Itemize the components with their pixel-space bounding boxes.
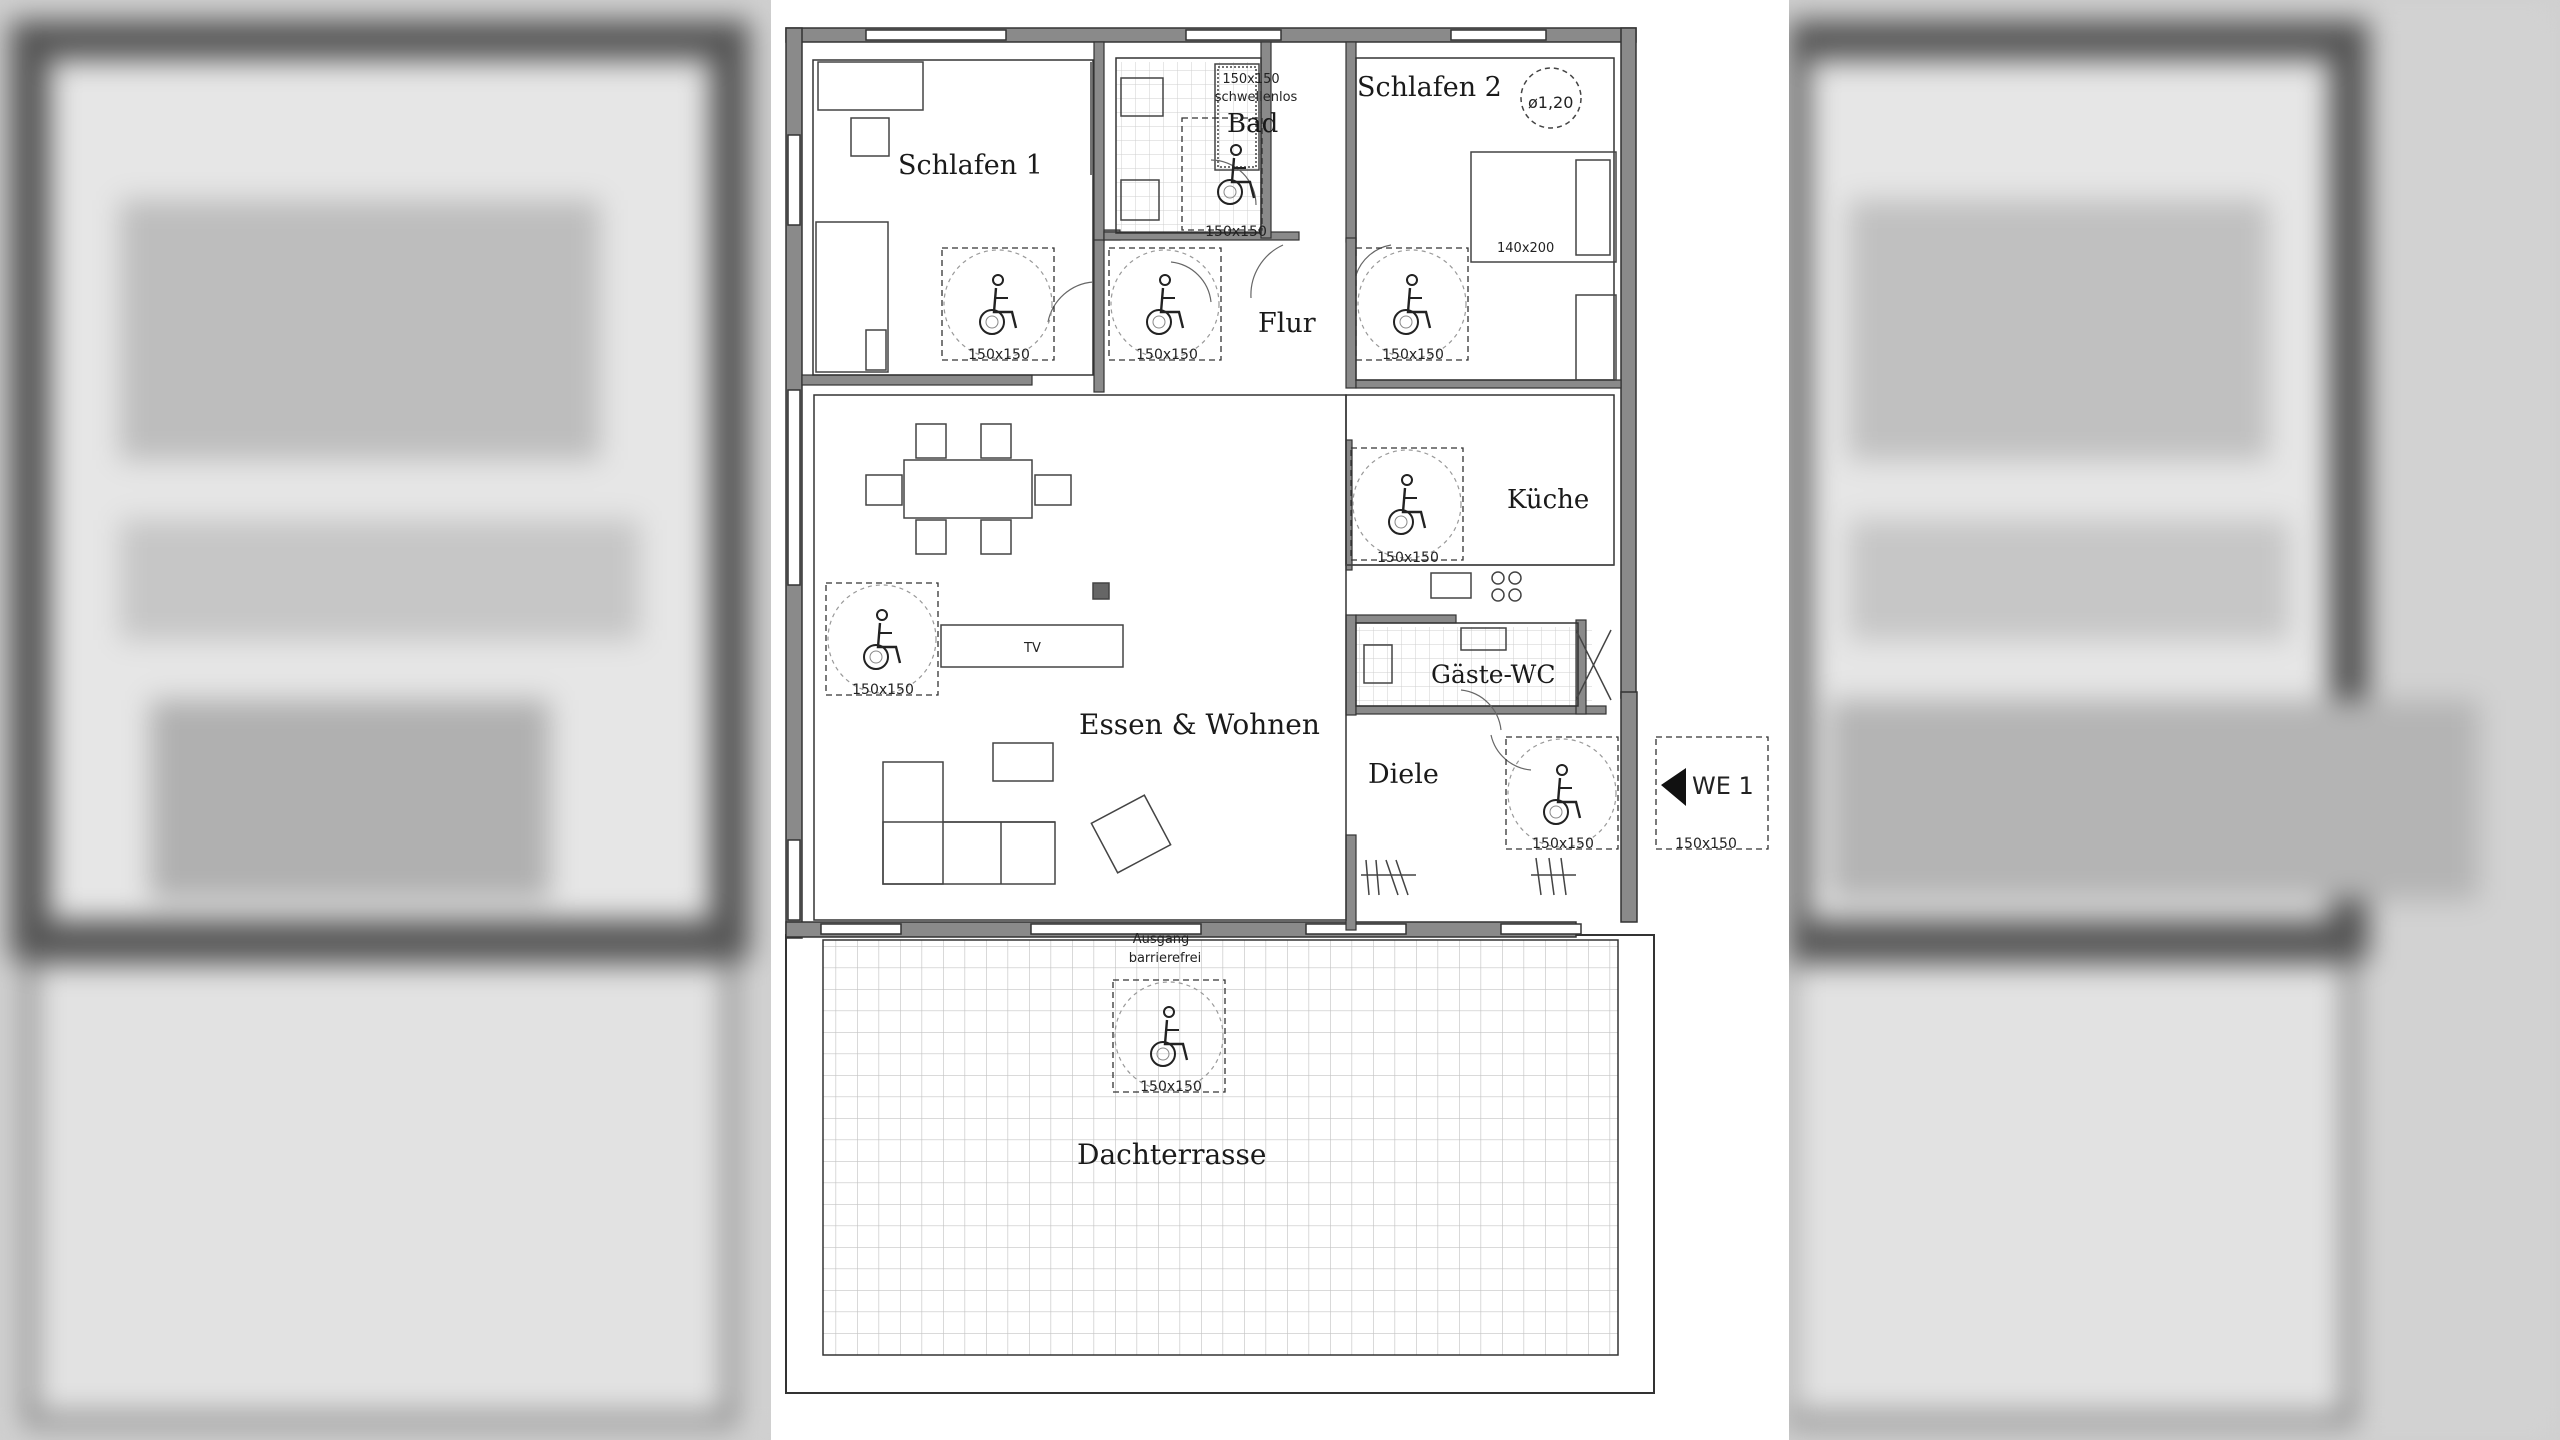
door-swings	[1047, 159, 1532, 771]
wheelchair-area-label: 150x150	[1675, 836, 1737, 852]
right-blurred-background	[1789, 0, 2560, 1440]
tv-label: TV	[1023, 641, 1041, 656]
entrance-arrow-icon	[1661, 768, 1686, 806]
room-label-schlafen1: Schlafen 1	[898, 150, 1043, 181]
bed-size-label: 140x200	[1497, 241, 1554, 256]
wheelchair-area-label: 150x150	[1382, 347, 1444, 363]
room-label-dachterrasse: Dachterrasse	[1077, 1138, 1266, 1171]
wheelchair-area-schlafen2	[1355, 247, 1469, 361]
annotations: 150x150 schwellenlos ø1,20 140x200 TV Au…	[852, 72, 1754, 1095]
wheelchair-area-label: 150x150	[968, 347, 1030, 363]
wheelchair-area-diele	[1505, 736, 1619, 850]
wheelchair-area-bad	[1181, 117, 1263, 231]
bathroom-tiles	[1116, 62, 1266, 232]
exit-label-line2: barrierefrei	[1129, 951, 1202, 966]
furniture	[815, 61, 1617, 896]
room-label-essen-wohnen: Essen & Wohnen	[1079, 708, 1320, 741]
floor-plan-panel: Schlafen 1 Schlafen 2 Bad Flur Küche Gäs…	[771, 0, 1789, 1440]
wheelchair-areas	[825, 117, 1769, 1093]
room-label-flur: Flur	[1258, 308, 1316, 339]
wheelchair-area-flur	[1108, 247, 1222, 361]
room-label-schlafen2: Schlafen 2	[1357, 72, 1502, 103]
left-blurred-background	[0, 0, 771, 1440]
wheelchair-area-label: 150x150	[852, 682, 914, 698]
floor-plan: Schlafen 1 Schlafen 2 Bad Flur Küche Gäs…	[785, 27, 1769, 1394]
wheelchair-area-label: 150x150	[1136, 347, 1198, 363]
turning-circle-label: ø1,20	[1528, 93, 1573, 112]
wheelchair-area-label: 150x150	[1140, 1079, 1202, 1095]
shower-note-label: schwellenlos	[1215, 90, 1298, 105]
wheelchair-area-terrace	[1112, 979, 1226, 1093]
wheelchair-area-label: 150x150	[1205, 224, 1267, 240]
room-label-diele: Diele	[1368, 759, 1439, 790]
wheelchair-area-label: 150x150	[1532, 836, 1594, 852]
guest-wc-tiles	[1354, 627, 1592, 707]
wheelchair-area-kueche	[1350, 447, 1464, 561]
exit-label-line1: Ausgang	[1133, 932, 1190, 947]
turning-circles	[827, 249, 1617, 1091]
wheelchair-area-label: 150x150	[1377, 550, 1439, 566]
room-label-kueche: Küche	[1507, 485, 1589, 515]
room-label-bad: Bad	[1227, 109, 1278, 139]
shower-size-label: 150x150	[1222, 72, 1279, 87]
room-label-gaeste-wc: Gäste-WC	[1431, 660, 1555, 689]
wheelchair-area-schlafen1	[941, 247, 1055, 361]
interior-walls	[801, 41, 1622, 931]
wheelchair-area-wohnen	[825, 582, 939, 696]
roof-terrace	[785, 934, 1655, 1394]
entrance-label: WE 1	[1692, 772, 1754, 800]
wheelchair-area-entrance	[1655, 736, 1769, 850]
room-labels: Schlafen 1 Schlafen 2 Bad Flur Küche Gäs…	[898, 72, 1589, 1171]
